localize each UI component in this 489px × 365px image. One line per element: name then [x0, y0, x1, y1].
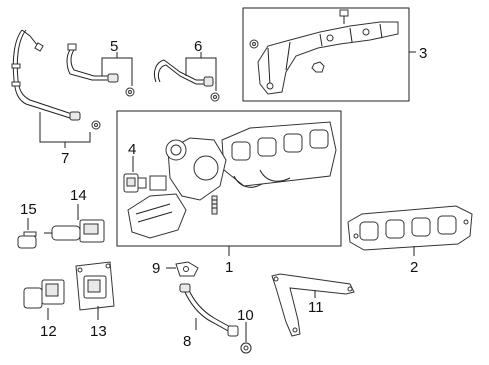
- callout-14: 14: [70, 187, 87, 204]
- callout-12: 12: [40, 323, 57, 340]
- part-15-plug: [17, 231, 37, 249]
- part-3-heat-shield: [249, 9, 399, 95]
- part-7-oil-line: [11, 29, 101, 130]
- callout-13: 13: [90, 323, 107, 340]
- callout-7-leader: [39, 112, 91, 148]
- callout-8: 8: [183, 333, 191, 350]
- part-11-bracket: [271, 273, 355, 337]
- callout-3: 3: [419, 45, 427, 62]
- part-3-box: [242, 7, 410, 102]
- callout-7: 7: [61, 150, 69, 167]
- part-5-oil-line: [66, 43, 135, 97]
- part-12-solenoid: [23, 279, 65, 309]
- callout-11: 11: [308, 299, 324, 316]
- part-1-turbo-manifold: [127, 121, 337, 239]
- callout-5: 5: [110, 38, 118, 55]
- callout-6-leader: [185, 52, 217, 91]
- callout-9: 9: [152, 260, 160, 277]
- part-14-valve: [44, 219, 105, 243]
- callout-5-leader: [101, 52, 133, 86]
- callout-15: 15: [20, 201, 37, 218]
- callout-1: 1: [225, 259, 233, 276]
- callout-6: 6: [194, 38, 202, 55]
- part-10-seal: [240, 342, 252, 354]
- callout-4: 4: [128, 141, 136, 158]
- part-9-gasket: [175, 261, 199, 277]
- callout-2: 2: [410, 259, 418, 276]
- part-6-oil-line: [153, 59, 220, 102]
- part-13-bracket: [75, 261, 115, 311]
- part-2-gasket: [347, 205, 473, 251]
- callout-10: 10: [237, 307, 254, 324]
- part-4-sensor: [123, 173, 147, 193]
